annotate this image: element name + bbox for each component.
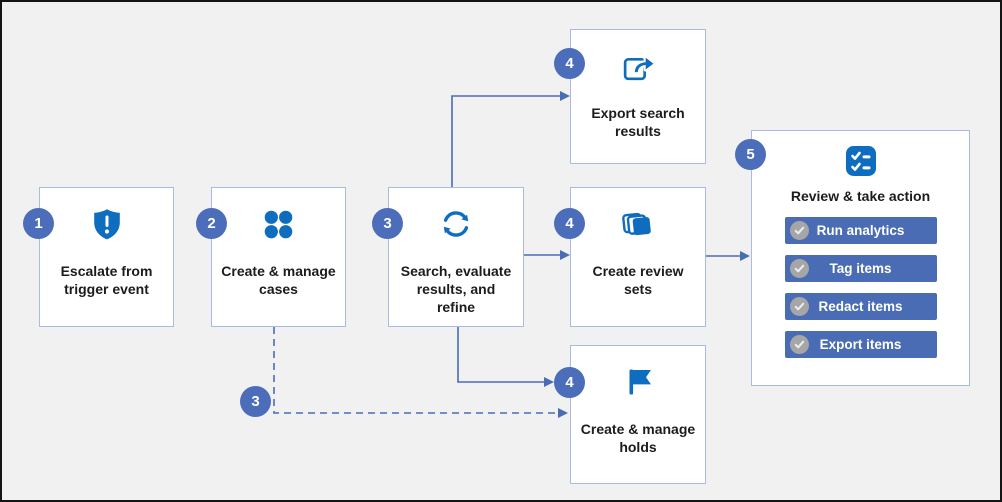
connector-search-to-export bbox=[451, 95, 560, 187]
check-circle-icon bbox=[789, 335, 809, 354]
step-box-search: Search, evaluate results, and refine bbox=[388, 187, 524, 327]
action-list: Run analytics Tag items Redact items Exp… bbox=[784, 217, 937, 369]
check-circle-icon bbox=[789, 221, 809, 240]
check-circle-icon bbox=[789, 259, 809, 278]
flag-icon bbox=[620, 363, 656, 401]
step-label: Escalate from trigger event bbox=[60, 263, 153, 298]
step-number-badge-4-holds: 4 bbox=[554, 367, 585, 398]
step-box-review-sets: Create review sets bbox=[570, 187, 706, 327]
step-box-export-search: Export search results bbox=[570, 29, 706, 164]
step-number-badge-1: 1 bbox=[23, 208, 54, 239]
action-label: Run analytics bbox=[816, 223, 905, 238]
export-icon bbox=[620, 47, 657, 85]
connector-cases-to-holds-dashed bbox=[273, 327, 556, 414]
step-box-escalate: Escalate from trigger event bbox=[39, 187, 174, 327]
action-label: Export items bbox=[819, 337, 902, 352]
step-label: Create & manage holds bbox=[580, 421, 696, 456]
step-number-badge-2: 2 bbox=[196, 208, 227, 239]
action-button-tag-items: Tag items bbox=[784, 255, 937, 282]
checklist-icon bbox=[843, 143, 879, 179]
step-label: Create & manage cases bbox=[221, 263, 336, 298]
shield-alert-icon bbox=[89, 205, 125, 243]
sync-arrows-icon bbox=[437, 205, 475, 243]
step-label: Export search results bbox=[591, 105, 685, 140]
action-button-run-analytics: Run analytics bbox=[784, 217, 937, 244]
action-label: Tag items bbox=[829, 261, 892, 276]
grid-dots-icon bbox=[262, 205, 295, 243]
arrowheads bbox=[544, 91, 750, 418]
step-number-badge-4-review-sets: 4 bbox=[554, 208, 585, 239]
action-button-redact-items: Redact items bbox=[784, 293, 937, 320]
step-number-badge-5: 5 bbox=[735, 139, 766, 170]
step-box-cases: Create & manage cases bbox=[211, 187, 346, 327]
step-label: Create review sets bbox=[592, 263, 684, 298]
check-circle-icon bbox=[789, 297, 809, 316]
step-box-holds: Create & manage holds bbox=[570, 345, 706, 484]
step-label: Search, evaluate results, and refine bbox=[400, 263, 512, 316]
connector-number-badge-3: 3 bbox=[240, 386, 271, 417]
action-label: Redact items bbox=[818, 299, 903, 314]
step-number-badge-4-export: 4 bbox=[554, 48, 585, 79]
connector-search-to-holds bbox=[457, 327, 544, 383]
stacked-cards-icon bbox=[619, 205, 657, 243]
panel-title: Review & take action bbox=[790, 188, 931, 204]
review-take-action-panel: Review & take action Run analytics Tag i… bbox=[751, 130, 970, 386]
action-button-export-items: Export items bbox=[784, 331, 937, 358]
step-number-badge-3: 3 bbox=[372, 208, 403, 239]
